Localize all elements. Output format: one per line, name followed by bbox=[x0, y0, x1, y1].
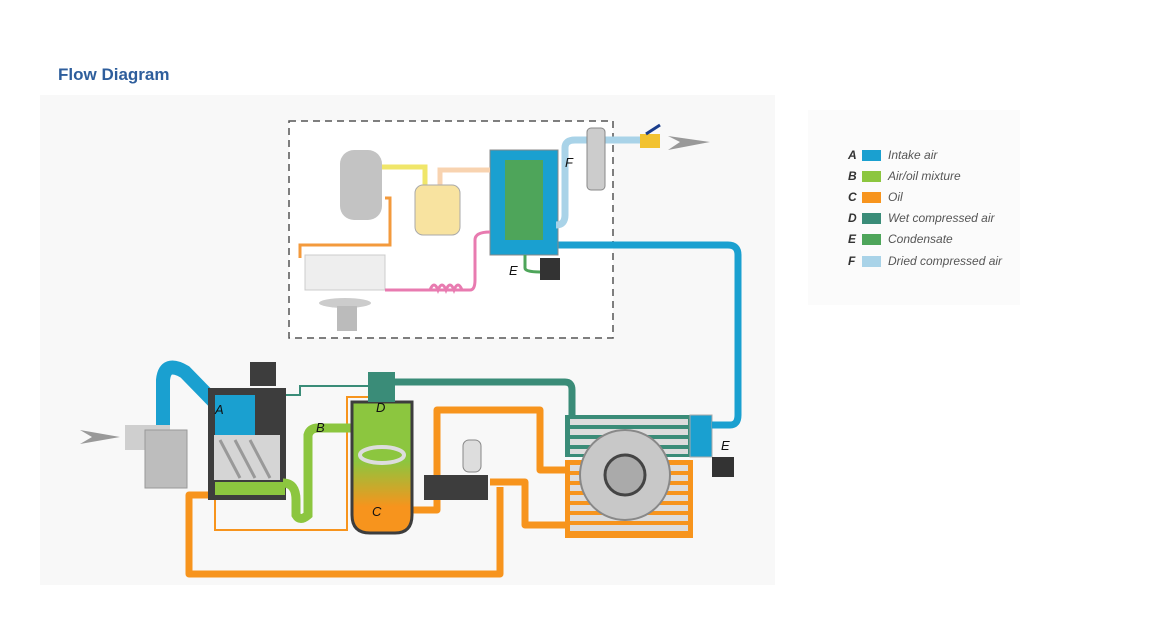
legend-item-air-oil-mixture: B Air/oil mixture bbox=[848, 168, 961, 184]
legend-label: Wet compressed air bbox=[888, 211, 995, 225]
legend-letter: B bbox=[848, 169, 857, 183]
legend-item-oil: C Oil bbox=[848, 189, 903, 205]
rotor-lobes bbox=[218, 439, 272, 479]
fan-motor bbox=[337, 306, 357, 331]
label-e-cooler: E bbox=[721, 438, 730, 453]
outlet-filter bbox=[586, 127, 606, 191]
label-f: F bbox=[565, 155, 574, 170]
drain-valve-dryer bbox=[540, 258, 560, 280]
outlet-valve bbox=[640, 134, 660, 148]
label-b: B bbox=[316, 420, 325, 435]
dried-air-pipe bbox=[555, 136, 640, 229]
legend-swatch bbox=[862, 170, 881, 182]
condenser bbox=[304, 254, 386, 291]
refrigerant-hot-line bbox=[298, 196, 392, 258]
legend-letter: D bbox=[848, 211, 857, 225]
legend-letter: F bbox=[848, 254, 856, 268]
screw-rotors bbox=[214, 435, 280, 480]
oil-filter bbox=[462, 439, 482, 473]
inlet-valve bbox=[215, 395, 255, 435]
legend-item-dried-compressed-air: F Dried compressed air bbox=[848, 253, 1002, 269]
refrigerant-suction-line bbox=[437, 167, 490, 185]
intake-pipe bbox=[156, 360, 228, 425]
refrigerant-cold-line bbox=[385, 230, 491, 292]
separator-cap bbox=[368, 372, 395, 402]
oil-return-line bbox=[214, 396, 382, 531]
legend-swatch bbox=[862, 233, 881, 245]
valve-handle bbox=[645, 123, 661, 136]
intake-arrow-icon bbox=[80, 430, 120, 444]
legend-label: Condensate bbox=[888, 232, 953, 246]
legend-swatch bbox=[862, 149, 881, 161]
refrigerant-gas-line bbox=[382, 164, 428, 185]
oil-separator bbox=[350, 400, 414, 535]
legend-item-intake-air: A Intake air bbox=[848, 147, 937, 163]
wet-air-pipe bbox=[395, 378, 576, 415]
water-separator bbox=[689, 414, 713, 458]
refrigerant-separator bbox=[414, 184, 461, 236]
fan-hub bbox=[603, 453, 647, 497]
legend: A Intake air B Air/oil mixture C Oil D W… bbox=[808, 110, 1020, 305]
label-a: A bbox=[214, 402, 224, 417]
refrigerant-tank bbox=[340, 150, 382, 220]
compressor-outlet bbox=[215, 482, 285, 495]
solenoid-valve bbox=[250, 362, 276, 386]
legend-letter: E bbox=[848, 232, 857, 246]
legend-letter: A bbox=[848, 148, 857, 162]
outlet-arrow-icon bbox=[668, 136, 710, 150]
air-oil-pipe bbox=[282, 423, 360, 523]
intake-filter bbox=[144, 429, 188, 489]
condenser-fan-icon bbox=[319, 298, 371, 308]
cooled-air-pipe bbox=[556, 241, 742, 429]
legend-swatch bbox=[862, 212, 881, 224]
legend-swatch bbox=[862, 255, 881, 267]
legend-item-condensate: E Condensate bbox=[848, 231, 953, 247]
page-title: Flow Diagram bbox=[58, 65, 170, 84]
heat-exchanger-core bbox=[505, 160, 543, 240]
legend-label: Intake air bbox=[888, 148, 938, 162]
legend-label: Oil bbox=[888, 190, 903, 204]
legend-label: Air/oil mixture bbox=[888, 169, 961, 183]
legend-item-wet-compressed-air: D Wet compressed air bbox=[848, 210, 994, 226]
swirl-arrow-icon bbox=[358, 445, 406, 465]
oil-circuit bbox=[185, 406, 567, 578]
drain-valve-cooler bbox=[712, 457, 734, 477]
legend-swatch bbox=[862, 191, 881, 203]
label-d: D bbox=[376, 400, 385, 415]
capillary-tube bbox=[428, 283, 464, 295]
condensate-line bbox=[523, 255, 541, 274]
legend-label: Dried compressed air bbox=[888, 254, 1003, 268]
thermostatic-valve bbox=[424, 475, 488, 500]
label-e-dryer: E bbox=[509, 263, 518, 278]
legend-letter: C bbox=[848, 190, 857, 204]
label-c: C bbox=[372, 504, 382, 519]
